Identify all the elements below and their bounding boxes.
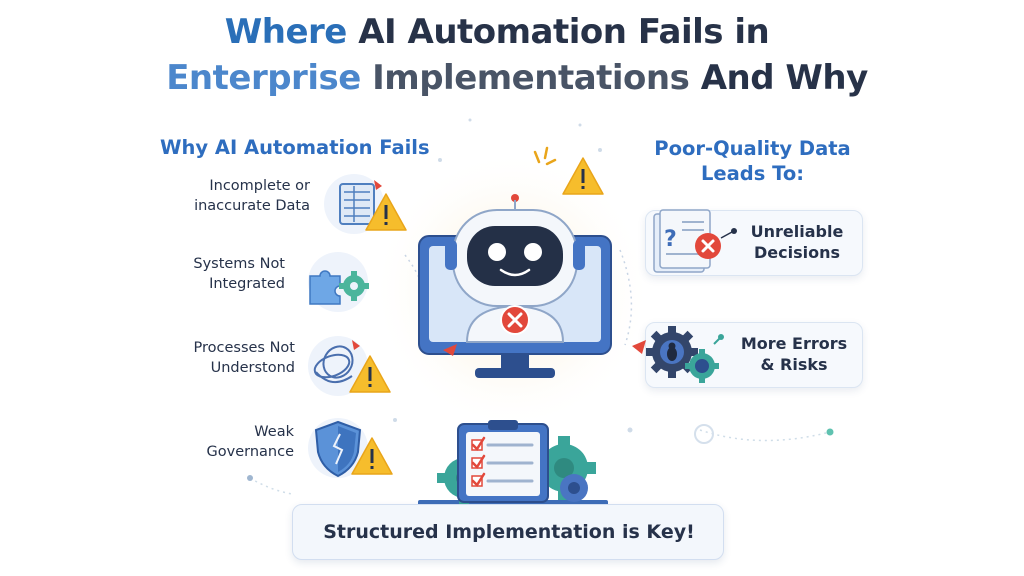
broken-shield-icon	[308, 418, 393, 478]
left-item-governance: Weak Governance	[150, 418, 410, 480]
gears-bug-icon	[632, 326, 724, 383]
left-item-systems: Systems Not Integrated	[150, 252, 410, 312]
left-item-label: Weak Governance	[206, 424, 294, 460]
puzzle-gear-icon	[308, 252, 369, 312]
title-rest-2: And Why	[700, 58, 869, 98]
title-line-1: Where AI Automation Fails in	[0, 12, 1024, 52]
svg-text:?: ?	[664, 227, 677, 252]
left-item-label: Systems Not Integrated	[193, 256, 285, 292]
left-item-processes: Processes Not Understond	[150, 336, 410, 396]
right-section-heading: Poor-Quality Data Leads To:	[654, 137, 851, 185]
title-word-where: Where	[224, 12, 348, 52]
title-word-implementations: Implementations	[372, 58, 690, 98]
left-item-label: Incomplete or inaccurate Data	[194, 178, 310, 214]
card-label: Unreliable Decisions	[750, 222, 844, 262]
left-item-label: Processes Not Understond	[193, 340, 296, 376]
title-line-2: Enterprise Implementations And Why	[0, 58, 1024, 98]
title-rest-1: AI Automation Fails in	[358, 12, 770, 52]
title-word-enterprise: Enterprise	[166, 58, 361, 98]
robot-monitor-illustration	[418, 146, 612, 378]
key-message-box: Structured Implementation is Key!	[292, 504, 724, 560]
data-sheet-icon	[324, 174, 407, 234]
clipboard-checklist-illustration	[418, 420, 608, 506]
key-message-text: Structured Implementation is Key!	[323, 521, 695, 543]
card-label: More Errors & Risks	[740, 334, 848, 374]
left-item-data: Incomplete or inaccurate Data	[150, 174, 410, 234]
tangled-process-icon	[308, 336, 391, 396]
document-error-icon: ?	[653, 209, 737, 273]
left-section-heading: Why AI Automation Fails	[160, 136, 430, 159]
